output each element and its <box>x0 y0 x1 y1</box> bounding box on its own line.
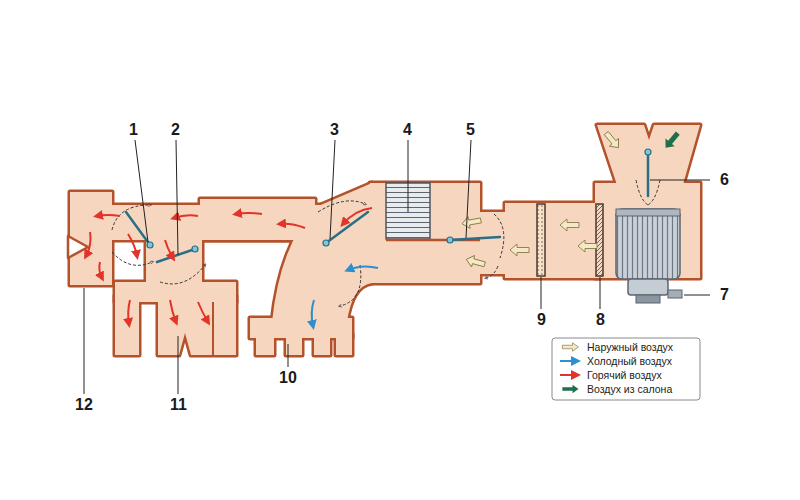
callout-number: 10 <box>279 370 297 386</box>
legend-text: Холодный воздух <box>587 356 672 367</box>
callout-number: 12 <box>75 397 93 413</box>
legend-text: Воздух из салона <box>587 384 672 395</box>
callout-number: 9 <box>537 312 546 328</box>
callout-number: 7 <box>720 287 729 303</box>
legend-text: Горячий воздух <box>587 370 662 381</box>
callout-number: 3 <box>330 122 339 138</box>
callout-number: 1 <box>129 122 138 138</box>
callout-number: 11 <box>170 397 187 413</box>
callout-number: 8 <box>596 312 605 328</box>
callout-number: 4 <box>403 122 412 138</box>
callout-number: 6 <box>720 172 729 188</box>
legend-text: Наружный воздух <box>587 342 673 353</box>
callout-number: 2 <box>171 122 180 138</box>
callout-number: 5 <box>466 122 475 138</box>
